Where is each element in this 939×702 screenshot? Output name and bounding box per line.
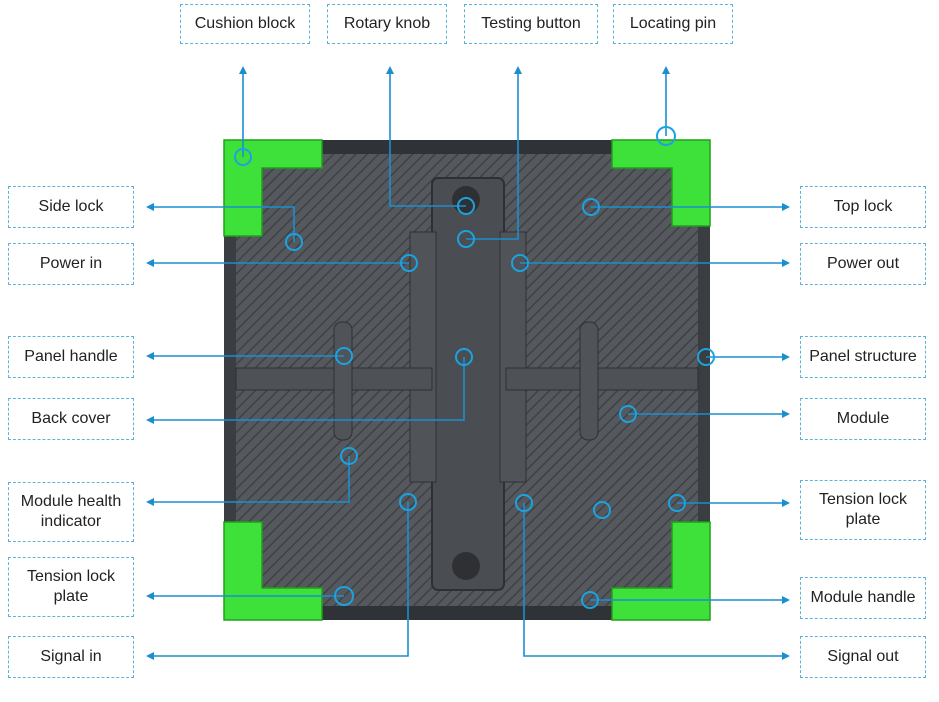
- label-tension-lock-plate-left: Tension lock plate: [8, 557, 134, 617]
- label-signal-in: Signal in: [8, 636, 134, 678]
- target-markers: [234, 126, 715, 609]
- label-signal-out: Signal out: [800, 636, 926, 678]
- label-side-lock: Side lock: [8, 186, 134, 228]
- label-rotary-knob: Rotary knob: [327, 4, 447, 44]
- label-tension-lock-plate-right: Tension lock plate: [800, 480, 926, 540]
- label-module-health-indicator: Module health indicator: [8, 482, 134, 542]
- label-cushion-block: Cushion block: [180, 4, 310, 44]
- label-panel-structure: Panel structure: [800, 336, 926, 378]
- label-module-handle: Module handle: [800, 577, 926, 619]
- label-module: Module: [800, 398, 926, 440]
- label-testing-button: Testing button: [464, 4, 598, 44]
- label-locating-pin: Locating pin: [613, 4, 733, 44]
- label-power-out: Power out: [800, 243, 926, 285]
- label-panel-handle: Panel handle: [8, 336, 134, 378]
- leader-lines: [146, 66, 790, 660]
- label-back-cover: Back cover: [8, 398, 134, 440]
- cabinet-body: [224, 140, 710, 620]
- label-top-lock: Top lock: [800, 186, 926, 228]
- label-power-in: Power in: [8, 243, 134, 285]
